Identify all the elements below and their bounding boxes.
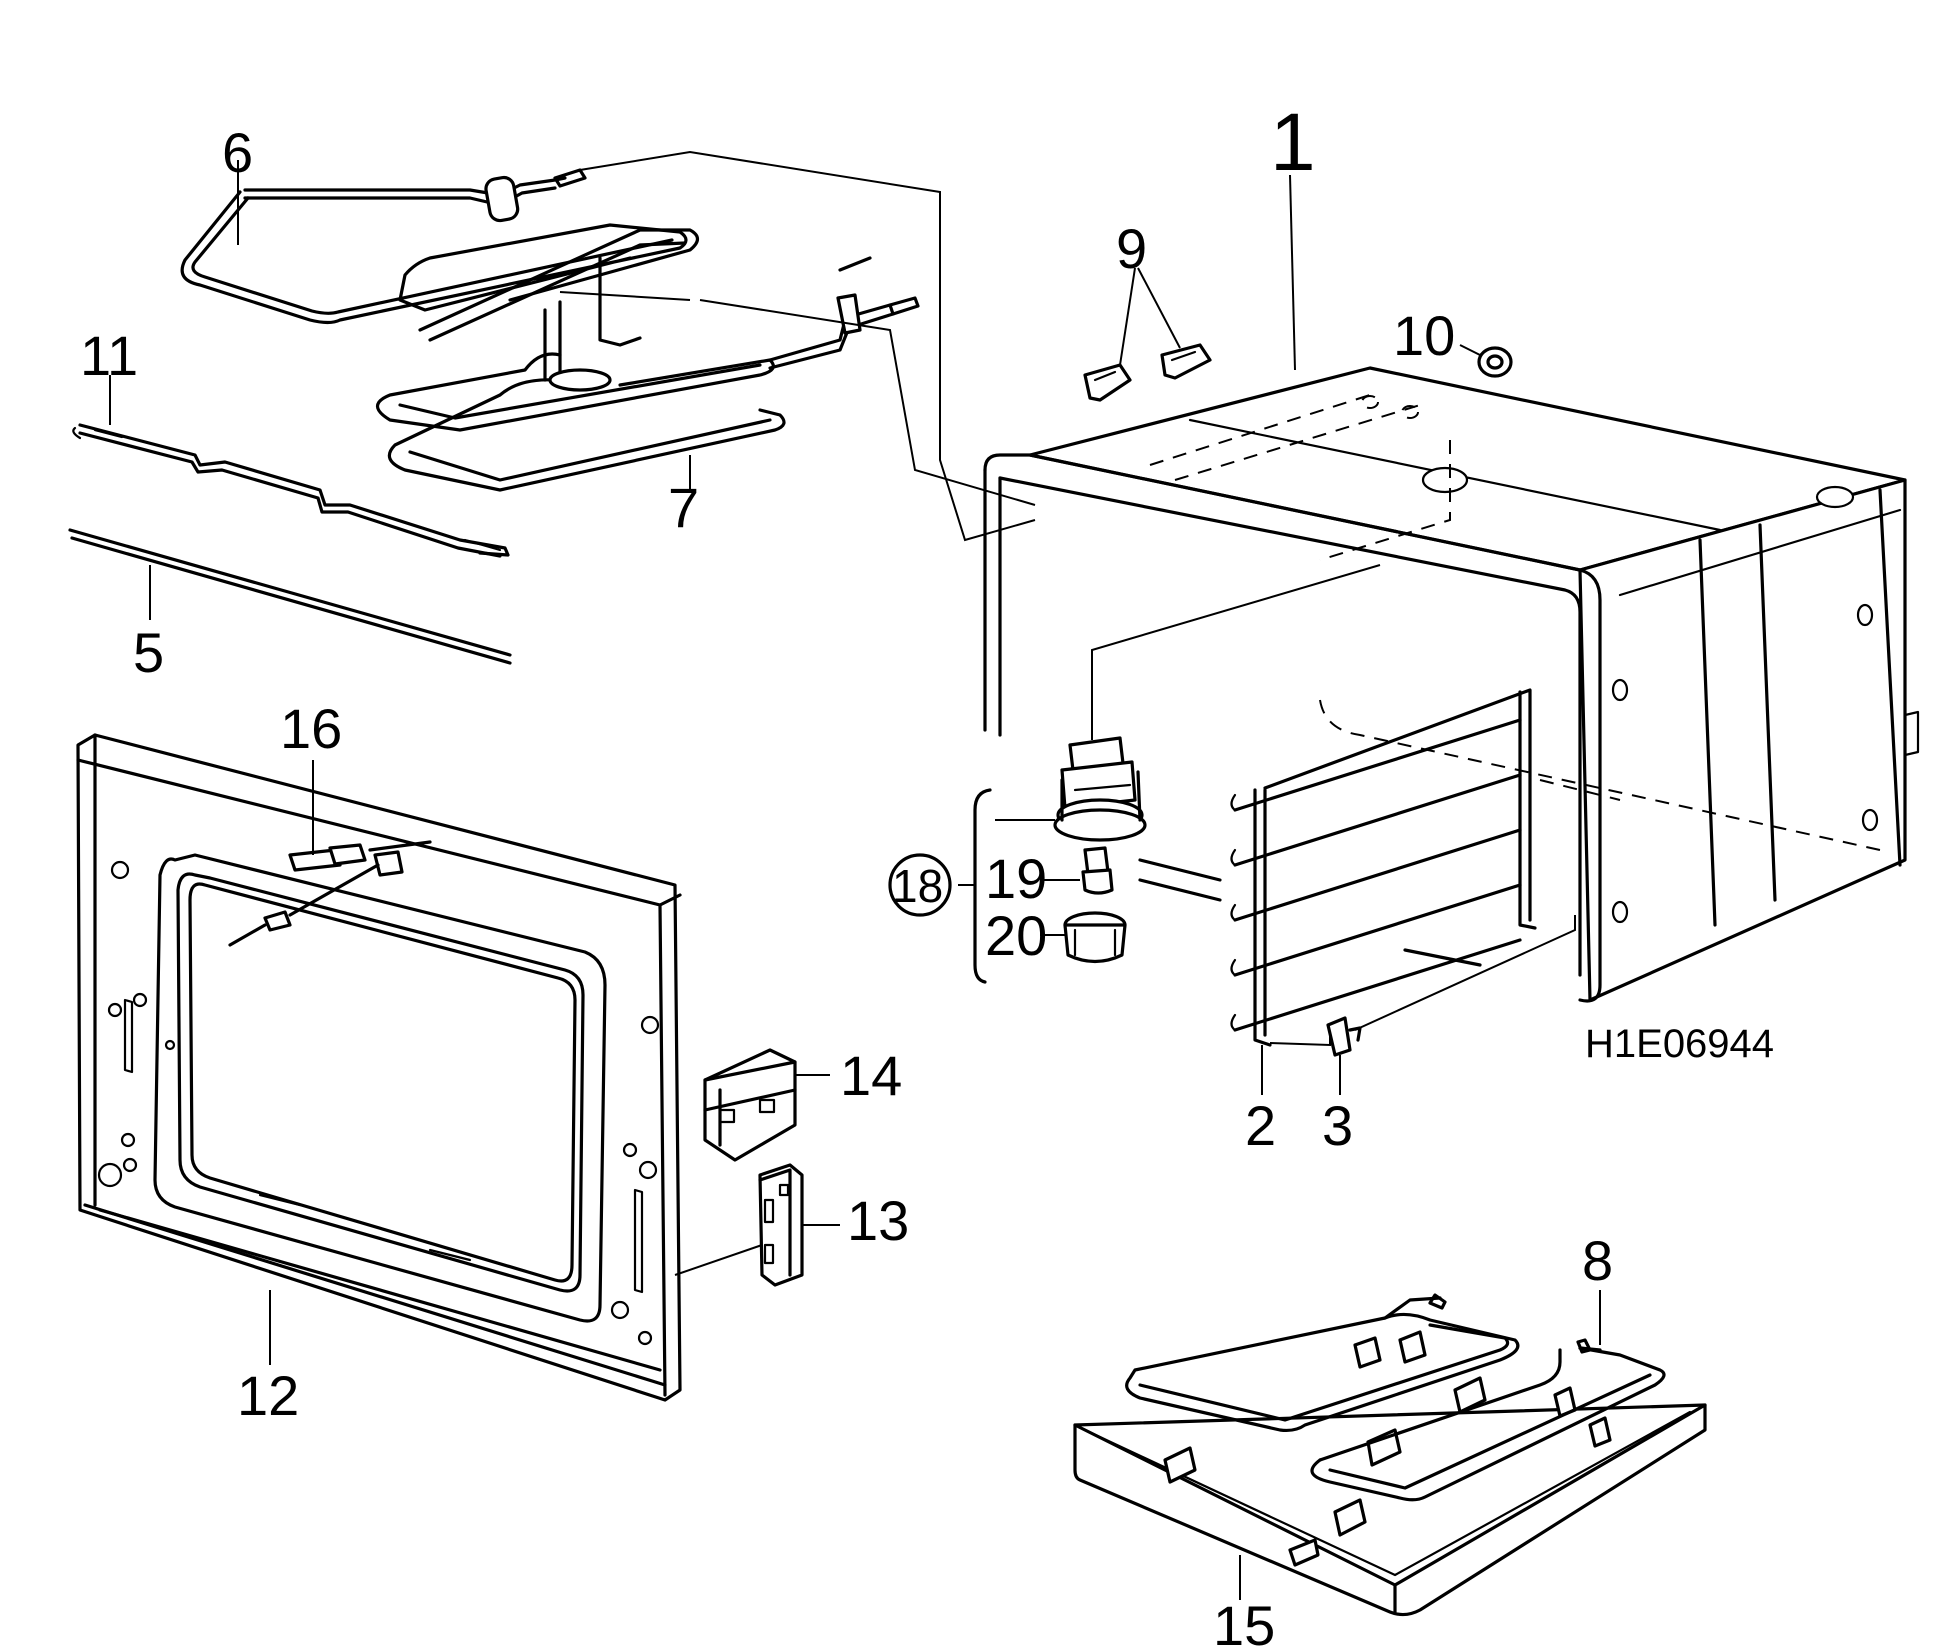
lamp-bulb-part-19 xyxy=(1040,846,1114,895)
clip-part-3 xyxy=(1326,915,1576,1095)
hinge-part-13 xyxy=(674,1163,840,1287)
door-switch-part-16 xyxy=(228,760,432,947)
callout-9: 9 xyxy=(1116,217,1147,280)
callout-3: 3 xyxy=(1322,1094,1353,1157)
callout-14: 14 xyxy=(840,1044,902,1107)
callout-5: 5 xyxy=(133,621,164,684)
door-part-12 xyxy=(76,733,682,1402)
callout-2: 2 xyxy=(1245,1094,1276,1157)
callout-12: 12 xyxy=(237,1364,299,1427)
rod-part-5 xyxy=(68,528,512,665)
callout-15: 15 xyxy=(1213,1594,1275,1650)
lamp-group-bracket xyxy=(973,788,992,984)
callout-7: 7 xyxy=(668,476,699,539)
callout-19: 19 xyxy=(985,847,1047,910)
support-rod-part-11 xyxy=(72,375,510,558)
oven-cavity-part-1 xyxy=(983,174,1920,1003)
lamp-assembly-part-18 xyxy=(995,564,1381,842)
callout-20: 20 xyxy=(985,904,1047,967)
callout-18: 18 xyxy=(892,860,943,912)
drawing-reference-code: H1E06944 xyxy=(1585,1022,1774,1066)
callout-16: 16 xyxy=(280,697,342,760)
lamp-cover-part-20 xyxy=(1040,911,1127,964)
heating-element-part-6 xyxy=(180,150,1036,542)
grommet-part-10 xyxy=(1459,344,1513,378)
bracket-part-14 xyxy=(703,1048,830,1162)
callout-13: 13 xyxy=(847,1189,909,1252)
callout-11: 11 xyxy=(80,324,138,387)
heating-element-part-7 xyxy=(375,228,1036,506)
callout-18-circle xyxy=(888,853,952,917)
bottom-plate-part-15 xyxy=(1073,1330,1707,1617)
clips-part-9 xyxy=(1083,267,1212,402)
shelf-support-part-2 xyxy=(1138,688,1537,1095)
callout-8: 8 xyxy=(1582,1229,1613,1292)
callout-1: 1 xyxy=(1270,97,1316,188)
callout-6: 6 xyxy=(222,121,253,184)
bottom-element-part-8 xyxy=(1125,1290,1666,1502)
callout-10: 10 xyxy=(1393,304,1455,367)
